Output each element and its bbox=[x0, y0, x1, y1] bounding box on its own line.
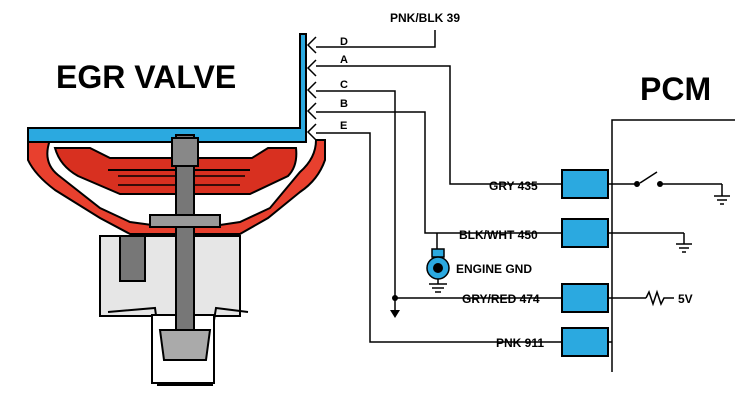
wire-d-label: PNK/BLK 39 bbox=[390, 11, 460, 25]
pcm-terminal-435 bbox=[561, 169, 609, 199]
pcm-title: PCM bbox=[640, 71, 711, 107]
wire-d bbox=[316, 30, 436, 48]
wiring bbox=[316, 30, 562, 343]
pcm-boundary bbox=[611, 119, 735, 372]
pin-d-label: D bbox=[340, 36, 348, 48]
wire-c-label: GRY/RED 474 bbox=[462, 292, 540, 306]
pin-e-label: E bbox=[340, 120, 347, 132]
wire-c bbox=[316, 90, 562, 299]
valve-pintle bbox=[158, 329, 212, 361]
wire-e-label: PNK 911 bbox=[496, 336, 544, 350]
pcm-module: 5V bbox=[561, 119, 735, 372]
sensor-icon bbox=[426, 248, 450, 293]
valve-connector: D A C B E bbox=[306, 36, 348, 141]
junction-dot bbox=[392, 295, 398, 301]
valve-spacer bbox=[119, 235, 146, 282]
resistor-icon bbox=[608, 289, 674, 307]
switch-to-ground-icon bbox=[608, 171, 730, 205]
pcm-terminal-450 bbox=[561, 218, 609, 248]
arrow-icon bbox=[390, 310, 400, 318]
wire-a bbox=[316, 65, 562, 185]
pin-a-label: A bbox=[340, 54, 348, 66]
wire-b-label: BLK/WHT 450 bbox=[459, 228, 538, 242]
egr-valve-illustration bbox=[27, 33, 326, 386]
wire-b bbox=[316, 111, 562, 234]
valve-stem bbox=[175, 134, 195, 356]
reference-voltage-label: 5V bbox=[678, 292, 693, 306]
pin-b-label: B bbox=[340, 98, 348, 110]
wire-a-label: GRY 435 bbox=[489, 179, 538, 193]
pin-c-label: C bbox=[340, 79, 348, 91]
egr-valve-title: EGR VALVE bbox=[56, 59, 236, 95]
valve-cover-plate bbox=[27, 33, 307, 143]
pcm-terminal-474 bbox=[561, 283, 609, 313]
engine-ground-label: ENGINE GND bbox=[456, 262, 532, 276]
wire-e bbox=[316, 132, 562, 343]
pcm-terminal-911 bbox=[561, 327, 609, 357]
ground-icon bbox=[608, 232, 692, 253]
